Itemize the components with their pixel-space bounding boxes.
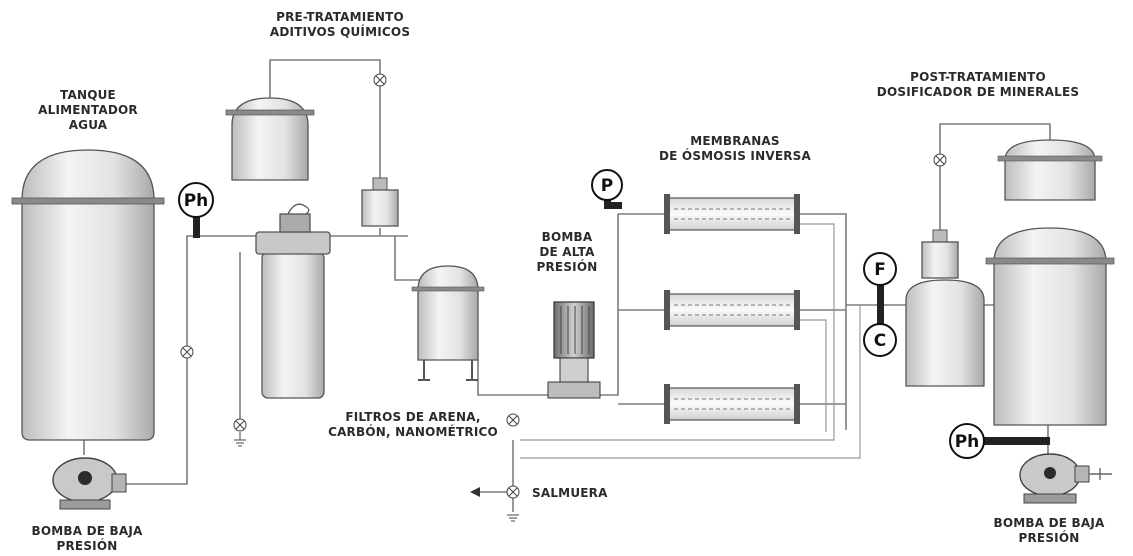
membrane-3 — [664, 384, 800, 424]
drain-icon — [507, 514, 519, 522]
pipe-mineral-dosing — [939, 123, 1051, 230]
high-pressure-pump-label: BOMBA DE ALTA PRESIÓN — [522, 230, 612, 275]
valve-filter-drain — [233, 418, 247, 432]
drain-icon — [234, 432, 246, 447]
low-pressure-pump-left-label: BOMBA DE BAJA PRESIÓN — [12, 524, 162, 554]
membranes-label-line: MEMBRANAS — [690, 134, 780, 148]
pipe-concentrate-2 — [800, 319, 827, 432]
pipe-chemical-dosing — [269, 59, 381, 180]
mineral-tank — [997, 139, 1103, 201]
low-pressure-pump-left-label-line: BOMBA DE BAJA — [31, 524, 143, 538]
pipe-vessel-to-pump — [477, 360, 548, 396]
pressure-gauge: P — [591, 169, 623, 209]
ph-sensor-left: Ph — [178, 182, 214, 238]
ph-sensor-right: Ph — [949, 423, 1050, 459]
post-mix-vessel — [905, 279, 985, 387]
membranes-label-line: DE ÓSMOSIS INVERSA — [658, 149, 811, 163]
low-pressure-pump-right-label-line: BOMBA DE BAJA — [993, 516, 1105, 530]
ro-membranes — [664, 194, 800, 424]
membrane-2 — [664, 290, 800, 330]
pipe-concentrate-return — [520, 223, 835, 441]
flow-conductivity-sensors: F C — [863, 252, 897, 357]
pipe-to-vessel — [394, 236, 420, 281]
valve-brine — [506, 485, 520, 499]
low-pressure-pump-left-label-line: PRESIÓN — [56, 539, 118, 553]
pressure-label: P — [601, 176, 613, 196]
pretreatment-label-line: PRE-TRATAMIENTO — [276, 10, 404, 24]
valve-concentrate — [506, 413, 520, 427]
high-pressure-pump-label-line: PRESIÓN — [536, 260, 598, 274]
high-pressure-pump-label-line: BOMBA — [541, 230, 593, 244]
brine-arrow-icon — [470, 487, 480, 497]
ph-right-label: Ph — [955, 432, 980, 452]
product-tank — [985, 227, 1115, 426]
pretreatment-label: PRE-TRATAMIENTO ADITIVOS QUÍMICOS — [240, 10, 440, 40]
conductivity-label: C — [874, 331, 886, 351]
high-pressure-pump — [547, 301, 601, 399]
filter-unit — [255, 203, 331, 399]
ph-left-label: Ph — [184, 191, 209, 211]
pipe-permeate-header — [796, 213, 847, 430]
brine-label: SALMUERA — [532, 486, 608, 500]
posttreatment-label-line: POST-TRATAMIENTO — [910, 70, 1046, 84]
piping — [83, 59, 1051, 512]
pipe-bottom-return — [520, 305, 861, 459]
pipe-hp-outlet — [600, 214, 619, 396]
posttreatment-label: POST-TRATAMIENTO DOSIFICADOR DE MINERALE… — [868, 70, 1088, 100]
low-pressure-pump-left — [52, 457, 127, 510]
chemical-doser — [361, 177, 399, 227]
pretreatment-label-line: ADITIVOS QUÍMICOS — [269, 25, 411, 39]
mineral-doser — [921, 229, 959, 279]
feed-tank-label-line: TANQUE — [60, 88, 116, 102]
low-pressure-pump-right-label: BOMBA DE BAJA PRESIÓN — [974, 516, 1124, 546]
valve-feed — [180, 345, 194, 359]
valve-chemical — [373, 73, 387, 87]
chemical-additive-tank — [225, 97, 315, 181]
membranes-label: MEMBRANAS DE ÓSMOSIS INVERSA — [640, 134, 830, 164]
posttreatment-label-line: DOSIFICADOR DE MINERALES — [876, 85, 1080, 99]
membrane-1 — [664, 194, 800, 234]
valves — [180, 73, 947, 499]
drain-icons — [234, 432, 519, 522]
filters-label-line: CARBÓN, NANOMÉTRICO — [328, 425, 498, 439]
mixing-vessel — [411, 265, 485, 381]
low-pressure-pump-right — [1019, 453, 1112, 504]
flow-label: F — [874, 260, 886, 280]
filters-label-line: FILTROS DE ARENA, — [345, 410, 481, 424]
feed-tank — [11, 149, 165, 441]
filters-label: FILTROS DE ARENA, CARBÓN, NANOMÉTRICO — [318, 410, 508, 440]
low-pressure-pump-right-label-line: PRESIÓN — [1018, 531, 1080, 545]
feed-tank-label-line: AGUA — [68, 118, 108, 132]
feed-tank-label: TANQUE ALIMENTADOR AGUA — [28, 88, 148, 133]
feed-tank-label-line: ALIMENTADOR — [38, 103, 138, 117]
high-pressure-pump-label-line: DE ALTA — [539, 245, 595, 259]
valve-mineral — [933, 153, 947, 167]
